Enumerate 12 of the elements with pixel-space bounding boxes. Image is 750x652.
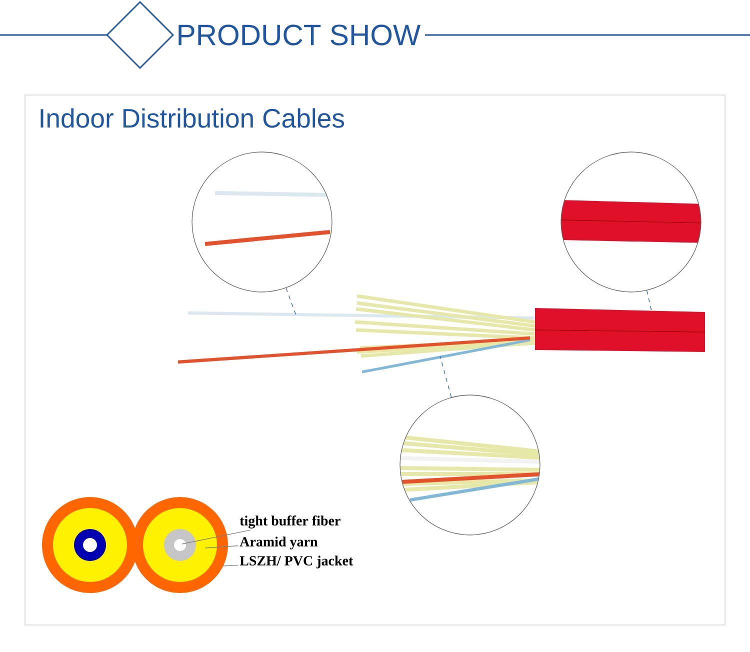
leader-line (440, 356, 452, 398)
part-label: LSZH/ PVC jacket (240, 556, 354, 568)
leader-line (222, 564, 238, 566)
magnifier-circle (400, 394, 540, 536)
header-title: PRODUCT SHOW (178, 24, 421, 46)
cable-drawing (178, 294, 706, 374)
magnifier-circle (192, 152, 332, 292)
leader-line (204, 545, 238, 548)
part-label: tight buffer fiber (240, 516, 340, 528)
leader-line (182, 530, 251, 544)
part-label: Aramid yarn (240, 536, 318, 550)
magnifier-circle (560, 152, 702, 292)
